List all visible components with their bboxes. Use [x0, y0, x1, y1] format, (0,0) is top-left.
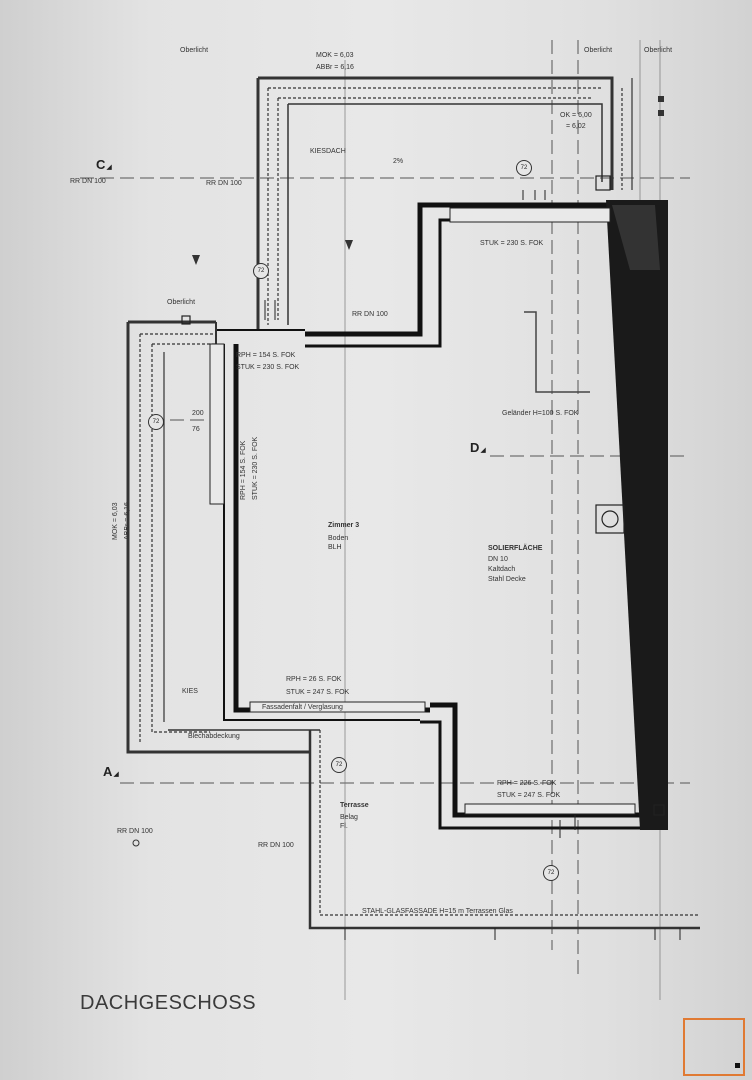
main-walls [216, 202, 640, 830]
railing [524, 311, 590, 393]
label-mok: MOK = 6,03 [316, 52, 354, 59]
label-oberlicht: Oberlicht [180, 47, 209, 54]
label-rr: RR DN 100 [206, 180, 242, 187]
label-blechabdeckung: Blechabdeckung [188, 733, 240, 740]
label-ok2: = 6,02 [566, 123, 586, 130]
label-stuk: STUK = 230 S. FOK [236, 364, 300, 371]
label-ok: OK = 6,00 [560, 112, 592, 119]
label-oberlicht: Oberlicht [584, 47, 613, 54]
label-dim: 200 [192, 410, 204, 417]
detail-marker: 72 [253, 263, 269, 279]
label-terrasse-sub: Fl. [340, 823, 348, 830]
detail-marker: 72 [148, 414, 164, 430]
window-strips [209, 207, 636, 815]
details [181, 175, 665, 816]
label-terrasse: Terrasse [340, 802, 369, 809]
label-rph: RPH = 226 S. FOK [497, 780, 557, 787]
section-marker-d: D◢ [470, 440, 486, 455]
label-rph: RPH = 154 S. FOK [236, 352, 296, 359]
drain-icon [132, 839, 140, 847]
label-stuk: STUK = 230 S. FOK [480, 240, 544, 247]
section-marker-a: A◢ [103, 764, 119, 779]
label-area-sub: Stahl Decke [488, 576, 526, 583]
detail-marker: 72 [331, 757, 347, 773]
label-kies: KIES [182, 688, 198, 695]
orange-highlight-box [683, 1018, 745, 1076]
label-rr: RR DN 100 [117, 828, 153, 835]
label-dim: 76 [192, 426, 200, 433]
slope-arrows [192, 240, 353, 265]
axis-lines [80, 40, 690, 980]
label-area: SOLIERFLÄCHE [488, 545, 543, 552]
label-abbr-left: ABBr = 6,16 [124, 502, 131, 540]
label-stuk: STUK = 247 S. FOK [286, 689, 350, 696]
label-area-sub: Kaltdach [488, 566, 516, 573]
label-slope: 2% [393, 158, 404, 165]
detail-marker: 72 [516, 160, 532, 176]
label-rr: RR DN 100 [352, 311, 388, 318]
tick-marks [264, 190, 681, 940]
label-abbr: ABBr = 6,16 [316, 64, 354, 71]
label-kiesdach: KIESDACH [310, 148, 346, 155]
label-stuk: STUK = 247 S. FOK [497, 792, 561, 799]
detail-marker: 72 [543, 865, 559, 881]
label-oberlicht: Oberlicht [167, 299, 196, 306]
corner-dot [735, 1063, 740, 1068]
label-rr: RR DN 100 [70, 178, 106, 185]
roof-outline-top [256, 76, 633, 330]
label-rph-vertical: RPH = 154 S. FOK [240, 440, 247, 500]
label-area-sub: DN 10 [488, 556, 508, 563]
label-terrasse-sub: Belag [340, 814, 358, 821]
label-gelaender: Geländer H=100 S. FOK [502, 410, 579, 417]
label-bottom-note: STAHL-GLASFASSADE H=15 m Terrassen Glas [362, 908, 513, 915]
label-fassade: Fassadenfalt / Verglasung [262, 704, 343, 711]
label-mok-left: MOK = 6,03 [112, 502, 119, 540]
label-oberlicht: Oberlicht [644, 47, 673, 54]
label-room-sub: Boden [328, 535, 349, 542]
label-room-name: Zimmer 3 [328, 522, 360, 529]
roof-beam [606, 200, 668, 830]
label-rph: RPH = 26 S. FOK [286, 676, 342, 683]
section-marker-c: C◢ [96, 157, 112, 172]
label-rr: RR DN 100 [258, 842, 294, 849]
terrace-outline [168, 729, 700, 930]
label-room-sub: BLH [328, 544, 342, 551]
label-stuk-vertical: STUK = 230 S. FOK [252, 436, 259, 500]
sheet-title: DACHGESCHOSS [80, 992, 257, 1014]
